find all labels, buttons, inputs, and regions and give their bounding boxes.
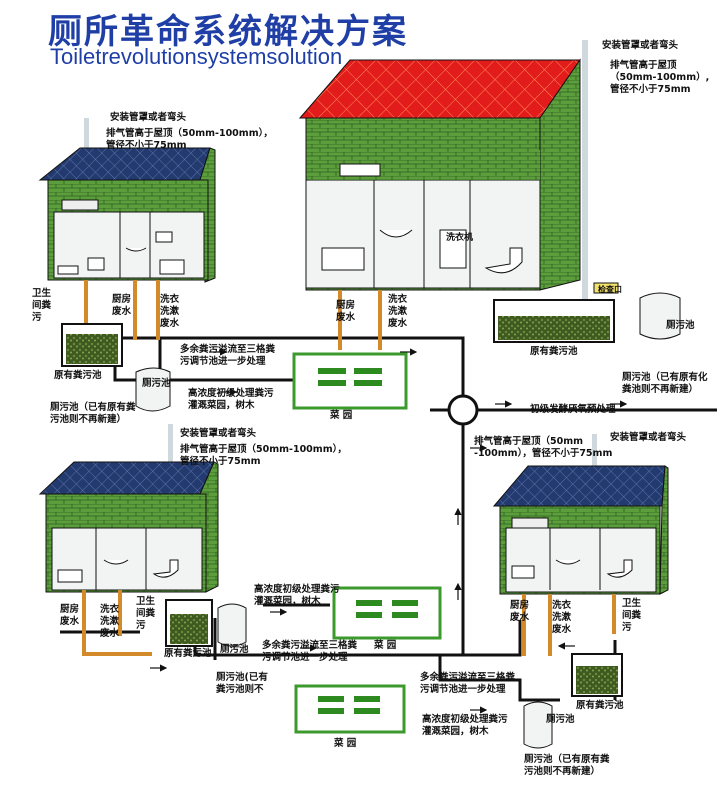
label-toilet-waste-br: 卫生 间粪 污 bbox=[622, 598, 642, 633]
label-septic-note-br: 厕污池（已有原有粪 污池则不再新建） bbox=[524, 754, 610, 777]
label-vent-rule-br: 排气管高于屋顶（50mm -100mm），管径不小于75mm bbox=[474, 436, 613, 459]
junction-node bbox=[447, 394, 479, 426]
label-garden-2: 菜 园 bbox=[374, 640, 397, 651]
house-bottom-right bbox=[492, 434, 669, 749]
page-subtitle: Toiletrevolutionsystemsolution bbox=[50, 44, 343, 69]
label-toilet-waste-tl: 卫生 间粪 污 bbox=[32, 288, 52, 323]
label-laundry-waste-tl: 洗衣 洗漱 废水 bbox=[160, 294, 180, 329]
label-inspection-port: 检查口 bbox=[598, 285, 622, 294]
label-kitchen-waste-tc: 厨房 废水 bbox=[336, 300, 356, 323]
label-existing-tank-tc: 原有粪污池 bbox=[530, 346, 578, 357]
label-vent-rule-tl: 排气管高于屋顶（50mm-100mm）， 管径不小于75mm bbox=[106, 128, 273, 151]
label-laundry-waste-bl: 洗衣 洗漱 废水 bbox=[100, 604, 120, 639]
garden-2 bbox=[332, 586, 442, 640]
label-vent-rule-tc: 排气管高于屋顶 （50mm-100mm）, 管径不小于75mm bbox=[610, 60, 710, 95]
house-top-center bbox=[298, 40, 588, 350]
label-overflow-note-2: 多余粪污溢流至三格粪 污调节池进一步处理 bbox=[262, 640, 358, 663]
label-install-cap-br: 安装管罩或者弯头 bbox=[610, 432, 687, 443]
label-septic-note-tc: 厕污池（已有原有化 粪池则不再新建） bbox=[622, 372, 708, 395]
label-garden-3: 菜 园 bbox=[334, 738, 357, 749]
label-garden-1: 菜 园 bbox=[330, 410, 353, 421]
label-overflow-note-3: 多余粪污溢流至三格粪 污调节池进一步处理 bbox=[420, 672, 516, 695]
septic-system-top-left bbox=[61, 323, 171, 412]
house-top-left bbox=[38, 118, 216, 340]
label-install-cap-bl: 安装管罩或者弯头 bbox=[180, 428, 257, 439]
garden-1 bbox=[292, 352, 408, 410]
label-irrigation-note-1: 高浓度初级处理粪污 灌溉菜园，树木 bbox=[188, 388, 274, 411]
label-overflow-note-1: 多余粪污溢流至三格粪 污调节池进一步处理 bbox=[180, 344, 276, 367]
label-irrigation-note-2: 高浓度初级处理粪污 灌溉菜园，树木 bbox=[254, 584, 340, 607]
label-septic-tank-bl: 厕污池 bbox=[220, 644, 249, 655]
label-anaerobic: 初级发酵厌氧预处理 bbox=[530, 404, 616, 415]
label-existing-tank-br: 原有粪污池 bbox=[576, 700, 624, 711]
label-septic-note-bl: 厕污池(已有 粪污池则不 bbox=[216, 672, 268, 695]
label-kitchen-waste-tl: 厨房 废水 bbox=[112, 294, 132, 317]
label-kitchen-waste-br: 厨房 废水 bbox=[510, 600, 530, 623]
label-washer: 洗衣机 bbox=[446, 233, 474, 243]
house-bottom-left bbox=[38, 424, 247, 656]
label-vent-rule-bl: 排气管高于屋顶（50mm-100mm）， 管径不小于75mm bbox=[180, 444, 347, 467]
label-toilet-waste-bl: 卫生 间粪 污 bbox=[136, 596, 156, 631]
label-kitchen-waste-bl: 厨房 废水 bbox=[60, 604, 80, 627]
label-septic-tank-br: 厕污池 bbox=[546, 714, 575, 725]
label-laundry-waste-br: 洗衣 洗漱 废水 bbox=[552, 600, 572, 635]
flow-arrows bbox=[150, 348, 628, 714]
label-existing-tank-tl: 原有粪污池 bbox=[54, 370, 102, 381]
label-existing-tank-bl: 原有粪污池 bbox=[164, 648, 212, 659]
label-install-cap-tl: 安装管罩或者弯头 bbox=[110, 112, 187, 123]
garden-3 bbox=[294, 684, 406, 734]
septic-system-top-right bbox=[493, 282, 681, 343]
label-install-cap-tc: 安装管罩或者弯头 bbox=[602, 40, 679, 51]
label-septic-tank-tl: 厕污池 bbox=[142, 378, 171, 389]
label-septic-tank-tc: 厕污池 bbox=[666, 320, 695, 331]
page-title: 厕所革命系统解决方案 bbox=[48, 12, 408, 52]
label-laundry-waste-tc: 洗衣 洗漱 废水 bbox=[388, 294, 408, 329]
label-septic-note-tl: 厕污池（已有原有粪 污池则不再新建） bbox=[50, 402, 136, 425]
label-irrigation-note-3: 高浓度初级处理粪污 灌溉菜园，树木 bbox=[422, 714, 508, 737]
